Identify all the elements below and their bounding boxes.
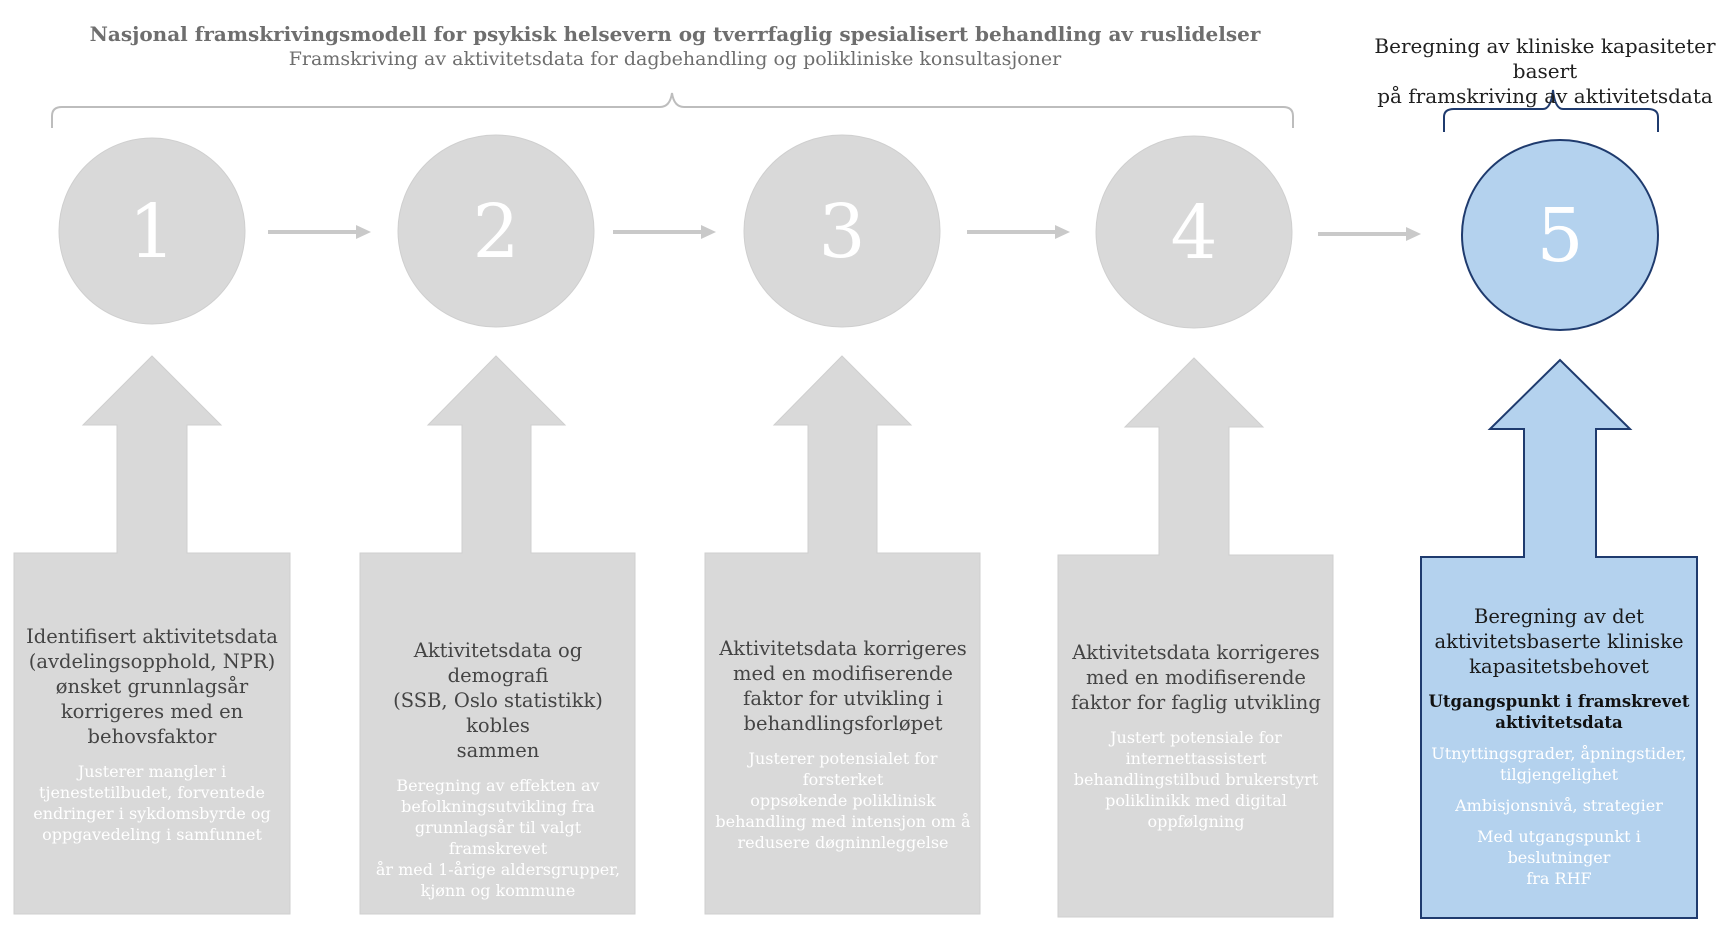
step-4-main-line: med en modifiserende — [1086, 666, 1306, 689]
step-4-text: Aktivitetsdata korrigeres med en modifis… — [1062, 640, 1330, 832]
step-1-main-line: ønsket grunnlagsår — [55, 675, 249, 698]
step-5-number: 5 — [1536, 193, 1584, 279]
step-3-main-line: behandlingsforløpet — [743, 712, 943, 735]
step-5-bold-line: Utgangspunkt i framskrevet — [1428, 692, 1690, 711]
step-5-sub-line: fra RHF — [1526, 869, 1592, 888]
step-3-main-line: faktor for utvikling i — [743, 687, 943, 710]
step-3-main-line: med en modifiserende — [733, 662, 953, 685]
step-1-main-line: (avdelingsopphold, NPR) — [28, 650, 276, 673]
step-4-sub-line: poliklinikk med digital — [1105, 791, 1287, 810]
step-2-main-line: Aktivitetsdata og demografi — [413, 639, 583, 687]
step-2-sub-line: befolkningsutvikling fra — [401, 797, 595, 816]
step-2-detail: Beregning av effekten av befolkningsutvi… — [364, 775, 632, 901]
step-2-sub-line: Beregning av effekten av — [396, 776, 600, 795]
step-5-sub-line: Med utgangspunkt i beslutninger — [1477, 827, 1641, 867]
step-2-sub-line: kjønn og kommune — [420, 881, 576, 900]
step-1-sub-line: oppgavedeling i samfunnet — [42, 825, 262, 844]
step-3-description: Aktivitetsdata korrigeres med en modifis… — [709, 636, 977, 736]
step-3-main-line: Aktivitetsdata korrigeres — [719, 637, 967, 660]
step-1-callout-box — [13, 355, 291, 915]
diagram-title: Nasjonal framskrivingsmodell for psykisk… — [89, 22, 1261, 46]
step-3-sub-line: redusere døgninnleggelse — [737, 833, 949, 852]
capacity-heading: Beregning av kliniske kapasiteter basert… — [1360, 34, 1730, 109]
step-1-sub-line: Justerer mangler i — [77, 762, 227, 781]
step-3-sub-line: behandling med intensjon om å — [715, 812, 971, 831]
step-1-main-line: behovsfaktor — [87, 725, 217, 748]
step-1-sub-line: tjenestetilbudet, forventede — [39, 783, 265, 802]
step-4-circle — [1095, 135, 1293, 329]
step-2-circle — [397, 134, 595, 328]
step-2-sub-line: år med 1-årige aldersgrupper, — [375, 860, 621, 879]
step-4-sub-line: Justert potensiale for — [1110, 728, 1282, 747]
step-1-sub-line: endringer i sykdomsbyrde og — [33, 804, 271, 823]
diagram-subtitle: Framskriving av aktivitetsdata for dagbe… — [288, 48, 1062, 70]
connector-arrow-4-5 — [1318, 227, 1421, 241]
step-5-main-line: kapasitetsbehovet — [1469, 655, 1649, 678]
step-4-sub-line: behandlingstilbud brukerstyrt — [1073, 770, 1319, 789]
step-3-sub-line: Justerer potensialet for forsterket — [748, 749, 938, 789]
step-5-sub-line: Utnyttingsgrader, åpningstider, — [1431, 744, 1687, 763]
step-1-number: 1 — [128, 189, 176, 275]
step-5-bold-line: aktivitetsdata — [1495, 713, 1623, 732]
step-3-number: 3 — [818, 189, 866, 275]
capacity-heading-line-1: Beregning av kliniske kapasiteter basert — [1374, 34, 1716, 83]
step-2-text: Aktivitetsdata og demografi (SSB, Oslo s… — [364, 638, 632, 901]
step-1-text: Identifisert aktivitetsdata (avdelingsop… — [18, 624, 286, 845]
step-2-number: 2 — [472, 189, 520, 275]
step-3-text: Aktivitetsdata korrigeres med en modifis… — [709, 636, 977, 853]
step-2-description: Aktivitetsdata og demografi (SSB, Oslo s… — [364, 638, 632, 763]
capacity-heading-line-2: på framskriving av aktivitetsdata — [1377, 84, 1713, 108]
blue-brace — [1443, 89, 1659, 132]
step-2-main-line: (SSB, Oslo statistikk) kobles — [393, 689, 603, 737]
step-5-sub-line: tilgjengelighet — [1499, 765, 1619, 784]
step-4-sub-line: oppfølgning — [1147, 812, 1245, 831]
step-5-callout-box — [1420, 358, 1698, 919]
step-1-detail: Justerer mangler i tjenestetilbudet, for… — [18, 761, 286, 845]
step-5-detail-utilization: Utnyttingsgrader, åpningstider, tilgjeng… — [1425, 743, 1693, 785]
step-1-main-line: Identifisert aktivitetsdata — [26, 625, 278, 648]
step-1-circle — [58, 137, 246, 325]
step-5-main-line: aktivitetsbaserte kliniske — [1434, 630, 1684, 653]
step-4-main-line: Aktivitetsdata korrigeres — [1072, 641, 1320, 664]
step-2-callout-box — [359, 355, 636, 915]
step-5-description: Beregning av det aktivitetsbaserte klini… — [1425, 604, 1693, 679]
step-5-basis-heading: Utgangspunkt i framskrevet aktivitetsdat… — [1425, 691, 1693, 733]
step-3-detail: Justerer potensialet for forsterket opps… — [709, 748, 977, 853]
step-1-main-line: korrigeres med en — [60, 700, 244, 723]
step-5-main-line: Beregning av det — [1474, 605, 1644, 628]
step-4-detail: Justert potensiale for internettassister… — [1062, 727, 1330, 832]
step-3-sub-line: oppsøkende poliklinisk — [750, 791, 936, 810]
connector-arrow-3-4 — [967, 225, 1070, 239]
step-4-description: Aktivitetsdata korrigeres med en modifis… — [1062, 640, 1330, 715]
step-4-main-line: faktor for faglig utvikling — [1071, 691, 1321, 714]
step-3-callout-box — [704, 355, 981, 915]
step-5-circle — [1461, 139, 1659, 331]
connector-arrow-1-2 — [268, 225, 371, 239]
step-5-detail-ambition: Ambisjonsnivå, strategier — [1425, 795, 1693, 816]
step-2-sub-line: grunnlagsår til valgt framskrevet — [414, 818, 582, 858]
step-5-sub-line: Ambisjonsnivå, strategier — [1455, 796, 1663, 815]
step-5-text: Beregning av det aktivitetsbaserte klini… — [1425, 604, 1693, 899]
grey-brace — [51, 92, 1294, 128]
step-4-number: 4 — [1170, 190, 1218, 276]
step-1-description: Identifisert aktivitetsdata (avdelingsop… — [18, 624, 286, 749]
step-2-main-line: sammen — [456, 739, 540, 762]
step-3-circle — [743, 134, 941, 328]
step-4-callout-box — [1057, 357, 1334, 918]
step-5-detail-decisions: Med utgangspunkt i beslutninger fra RHF — [1425, 826, 1693, 889]
connector-arrow-2-3 — [613, 225, 716, 239]
step-4-sub-line: internettassistert — [1125, 749, 1267, 768]
